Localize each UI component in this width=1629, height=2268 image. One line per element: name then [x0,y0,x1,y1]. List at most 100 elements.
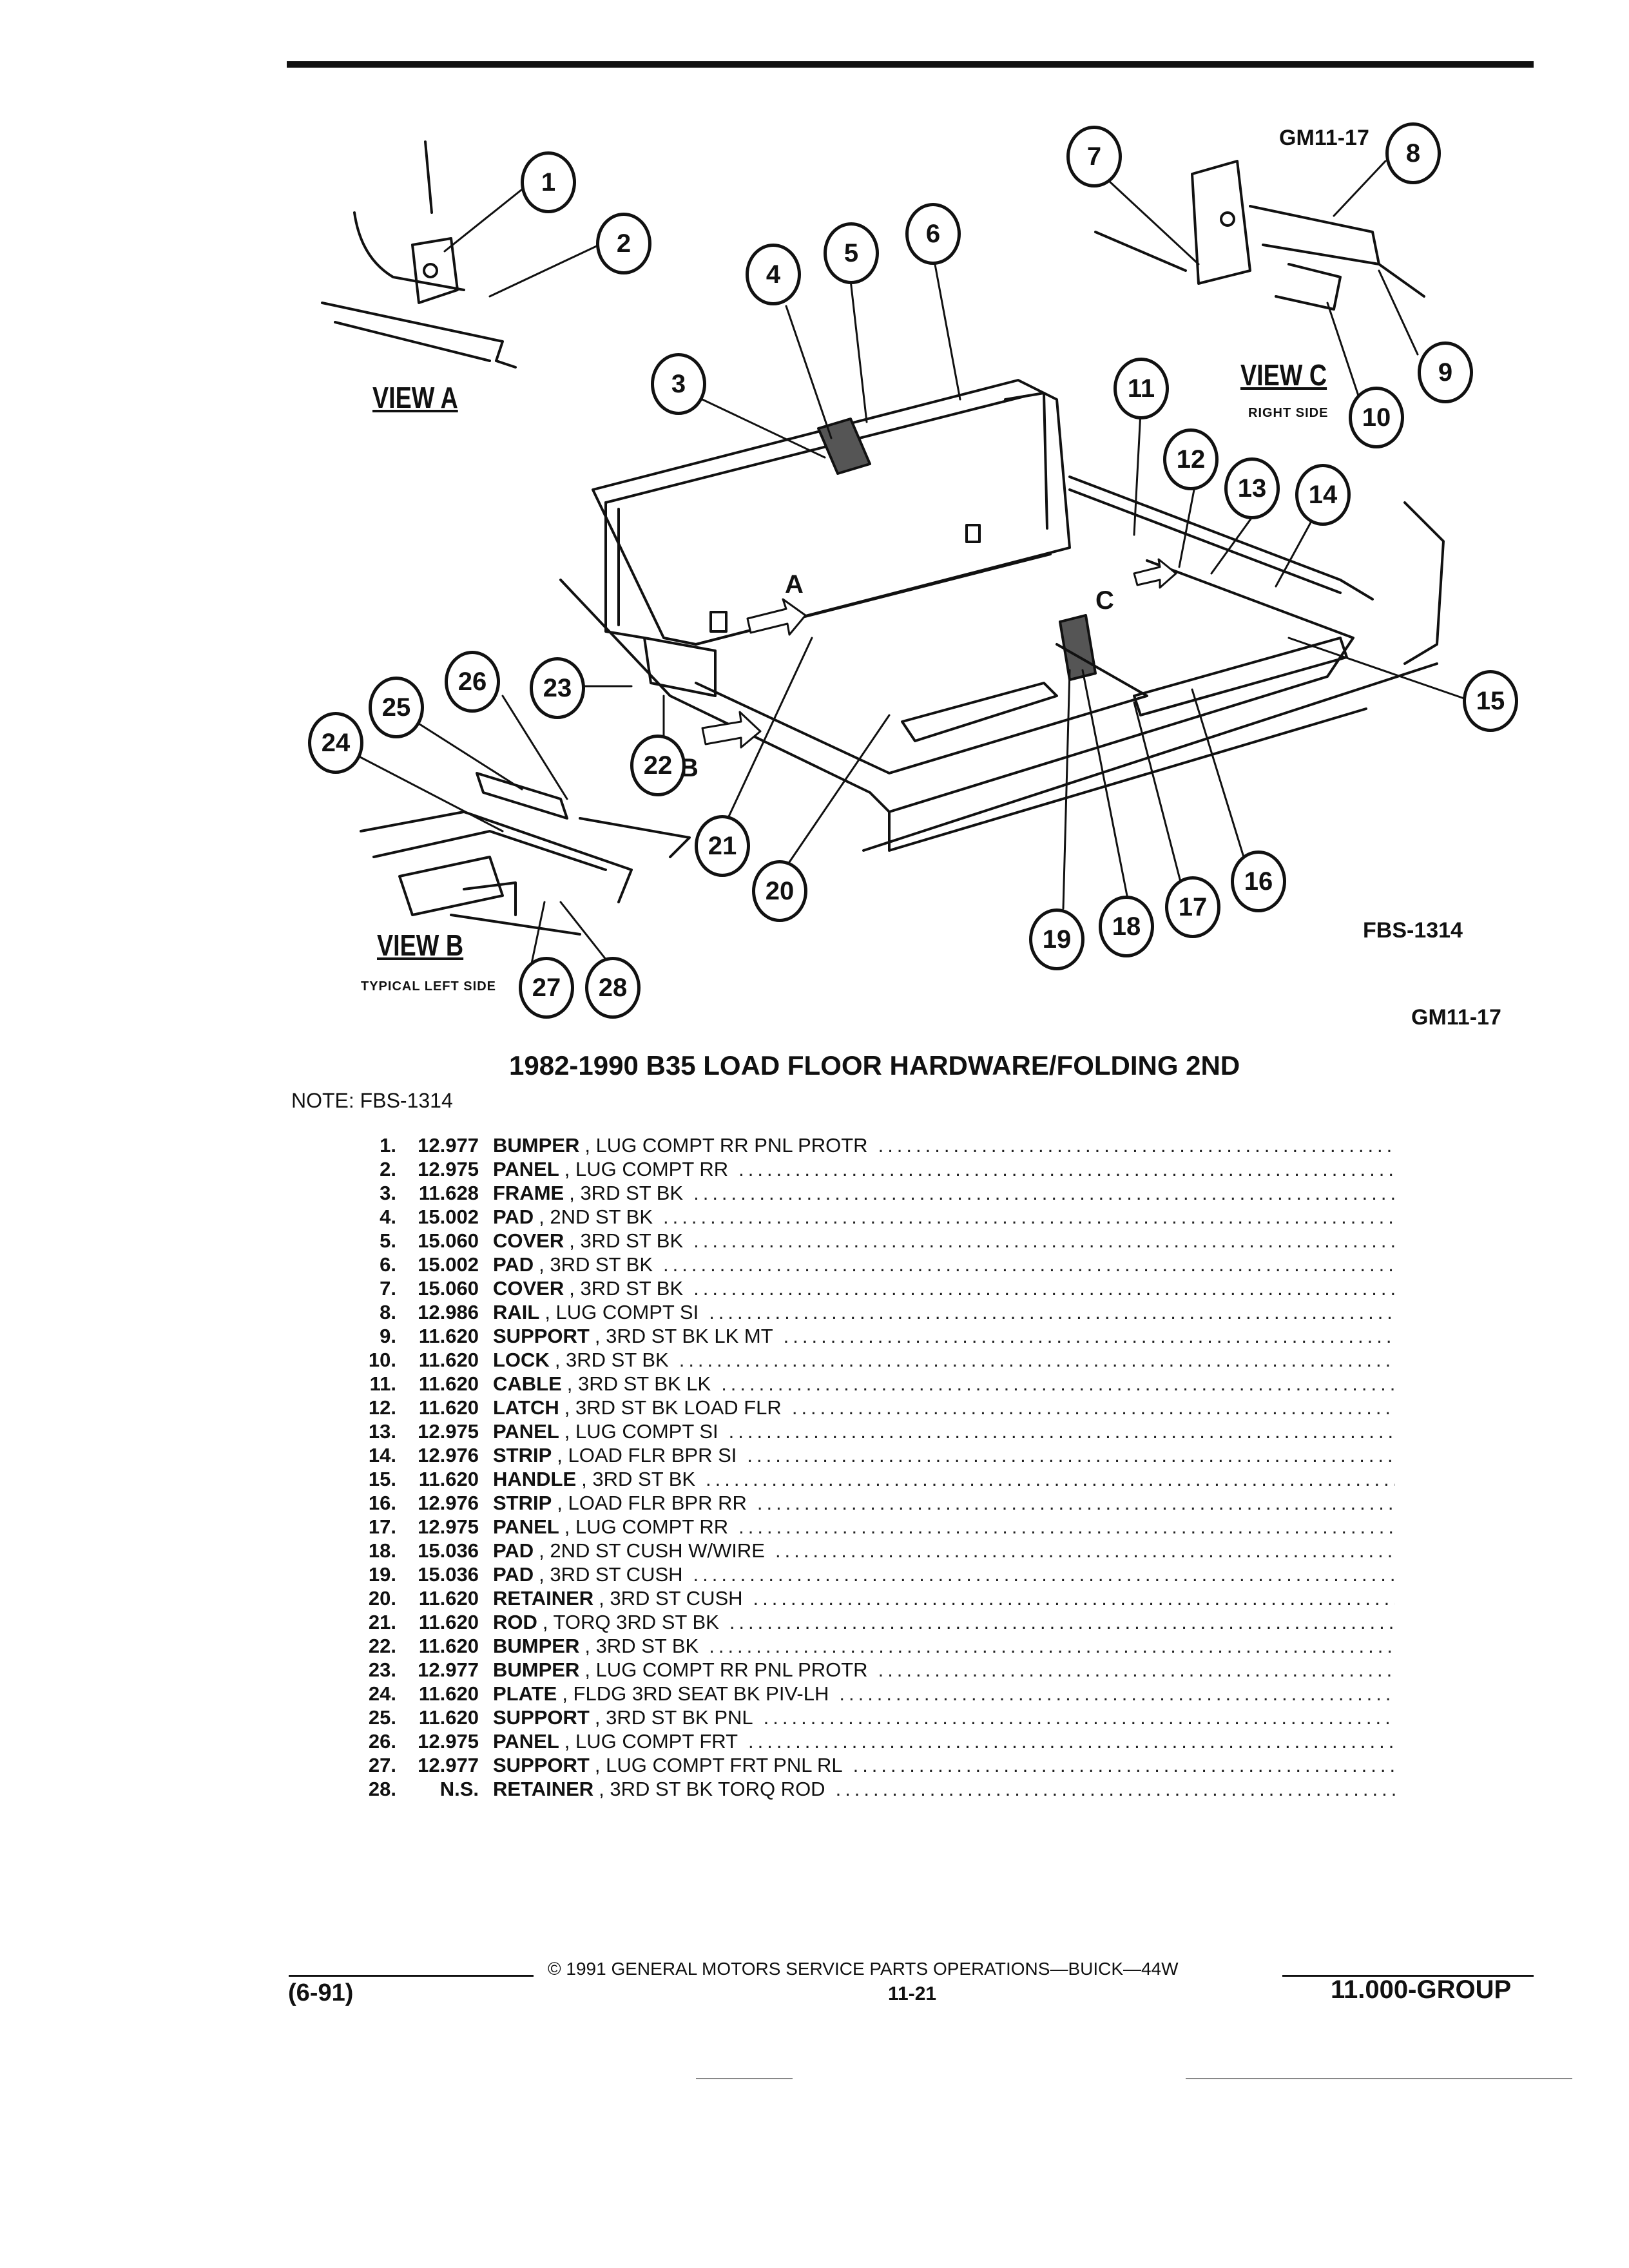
callout-27: 27 [519,957,574,1019]
footer-rule-left [289,1975,534,1977]
callout-12: 12 [1163,428,1219,490]
part-code: 11.620 [418,1682,479,1705]
part-code: 15.036 [418,1539,479,1562]
part-number: 7. [380,1277,396,1300]
callout-1: 1 [521,151,576,213]
part-name: HANDLE [493,1468,577,1490]
part-description: , 3RD ST BK [569,1182,684,1204]
part-code: 12.977 [418,1754,479,1776]
part-number: 26. [368,1730,396,1753]
footer-copyright: © 1991 GENERAL MOTORS SERVICE PARTS OPER… [548,1959,1179,1979]
part-name: CABLE [493,1372,562,1395]
part-name: PANEL [493,1515,559,1538]
view-b-sketch [360,772,691,936]
view-a-label: VIEW A [372,381,458,414]
note-text: NOTE: FBS-1314 [291,1089,453,1112]
leader-dots: ........................................… [728,1420,1395,1443]
view-b-label: VIEW B [377,928,464,962]
callout-28: 28 [585,957,641,1019]
leader-dots: ........................................… [748,1730,1395,1753]
part-number: 23. [368,1658,396,1681]
part-name: STRIP [493,1492,552,1514]
callout-13: 13 [1224,457,1280,519]
part-number: 28. [368,1778,396,1800]
pad-detail [817,418,1097,681]
view-c-label: VIEW C [1240,358,1327,392]
callout-11: 11 [1113,358,1169,419]
leader-dots: ........................................… [783,1325,1395,1347]
part-name: PAD [493,1563,534,1586]
leader-dots: ........................................… [738,1158,1395,1180]
figure-code-fbs: FBS-1314 [1363,918,1463,943]
leader-dots: ........................................… [729,1611,1395,1633]
part-name: PAD [493,1206,534,1228]
leader-dots: ........................................… [693,1229,1395,1252]
part-number: 11. [369,1372,396,1395]
leader-dots: ........................................… [709,1635,1395,1657]
callout-8: 8 [1385,122,1441,184]
part-description: , 3RD ST BK LOAD FLR [564,1396,782,1419]
part-name: PLATE [493,1682,557,1705]
part-code: 11.620 [418,1372,479,1395]
footer-rule-right [1282,1975,1534,1977]
part-name: STRIP [493,1444,552,1466]
part-number: 8. [380,1301,396,1323]
part-description: , LOAD FLR BPR RR [557,1492,747,1514]
leader-dots: ........................................… [693,1182,1395,1204]
figure-code-bottom: GM11-17 [1411,1005,1501,1030]
part-name: SUPPORT [493,1754,590,1776]
callout-22: 22 [630,735,686,796]
scan-mark [696,2078,793,2079]
part-description: , TORQ 3RD ST BK [542,1611,719,1633]
part-name: LOCK [493,1349,550,1371]
load-floor [559,559,1438,852]
leader-dots: ........................................… [706,1468,1395,1490]
callout-19: 19 [1029,908,1084,970]
leader-dots: ........................................… [693,1563,1395,1586]
part-number: 17. [368,1515,396,1538]
part-number: 16. [368,1492,396,1514]
part-code: 12.977 [418,1134,479,1157]
view-arrows [701,558,1177,749]
part-number: 6. [380,1253,396,1276]
seat-back-panel [592,379,1071,646]
callout-6: 6 [905,203,961,265]
part-name: BUMPER [493,1635,580,1657]
part-number: 27. [368,1754,396,1776]
leader-dots: ........................................… [763,1706,1395,1729]
part-number: 3. [380,1182,396,1204]
arrow-letter-a: A [785,570,804,599]
part-description: , 3RD ST CUSH [539,1563,683,1586]
part-number: 25. [368,1706,396,1729]
part-description: , 3RD ST CUSH [599,1587,743,1610]
callout-24: 24 [308,712,363,774]
callout-4: 4 [746,244,801,305]
part-description: , LUG COMPT RR [564,1158,729,1180]
callout-16: 16 [1231,850,1286,912]
view-b-sublabel: TYPICAL LEFT SIDE [361,979,496,994]
part-number: 19. [368,1563,396,1586]
leader-dots: ........................................… [753,1587,1395,1610]
part-name: PANEL [493,1158,559,1180]
part-number: 13. [368,1420,396,1443]
figure-code-top: GM11-17 [1279,126,1369,150]
callout-7: 7 [1066,126,1122,187]
part-name: SUPPORT [493,1706,590,1729]
part-code: 11.620 [418,1611,479,1633]
page-title: 1982-1990 B35 LOAD FLOOR HARDWARE/FOLDIN… [509,1050,1240,1081]
part-code: 11.620 [418,1325,479,1347]
part-number: 21. [368,1611,396,1633]
part-number: 24. [368,1682,396,1705]
